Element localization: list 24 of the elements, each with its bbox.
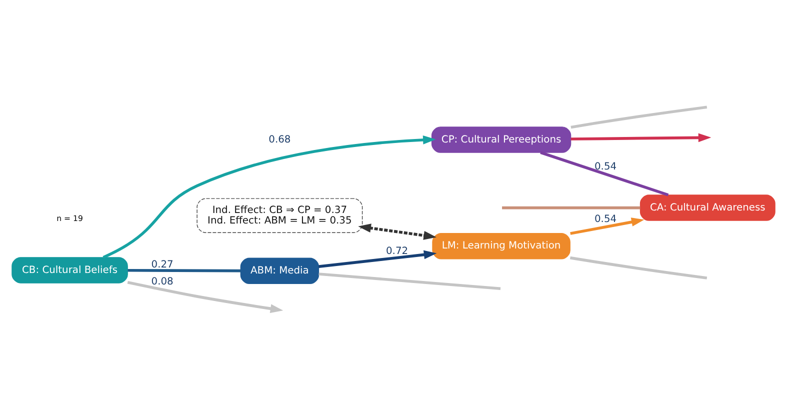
- edge-label: 0.54: [594, 161, 617, 172]
- arrow: [102, 134, 436, 258]
- arrow: [127, 280, 284, 312]
- connector: [128, 268, 241, 272]
- node-box: CA: Cultural Awareness: [640, 194, 776, 220]
- edge-label: 0.27: [151, 259, 174, 270]
- connector: [318, 272, 501, 290]
- edge-label: 0.08: [151, 276, 174, 288]
- arrow: [358, 223, 436, 240]
- node-box: CB: Cultural Beliefs: [12, 256, 128, 283]
- node-box: LM: Learning Motivation: [432, 232, 570, 259]
- arrow: [570, 132, 712, 142]
- node-box: ABM: Media: [240, 257, 320, 284]
- edge-label: 0.54: [594, 214, 617, 225]
- connector: [502, 206, 640, 209]
- edge-label: 0.68: [268, 134, 291, 146]
- connector: [570, 256, 708, 279]
- node-box: Ind. Effect: CB ⇒ CP = 0.37 Ind. Effect: ABM = LM = 0.35: [196, 198, 363, 232]
- arrow: [570, 217, 644, 234]
- node-box: CP: Cultural Pereeptions: [431, 126, 572, 152]
- connector: [570, 105, 708, 128]
- arrow: [318, 250, 437, 268]
- connector: [540, 150, 669, 196]
- edge-label: 0.72: [386, 246, 408, 257]
